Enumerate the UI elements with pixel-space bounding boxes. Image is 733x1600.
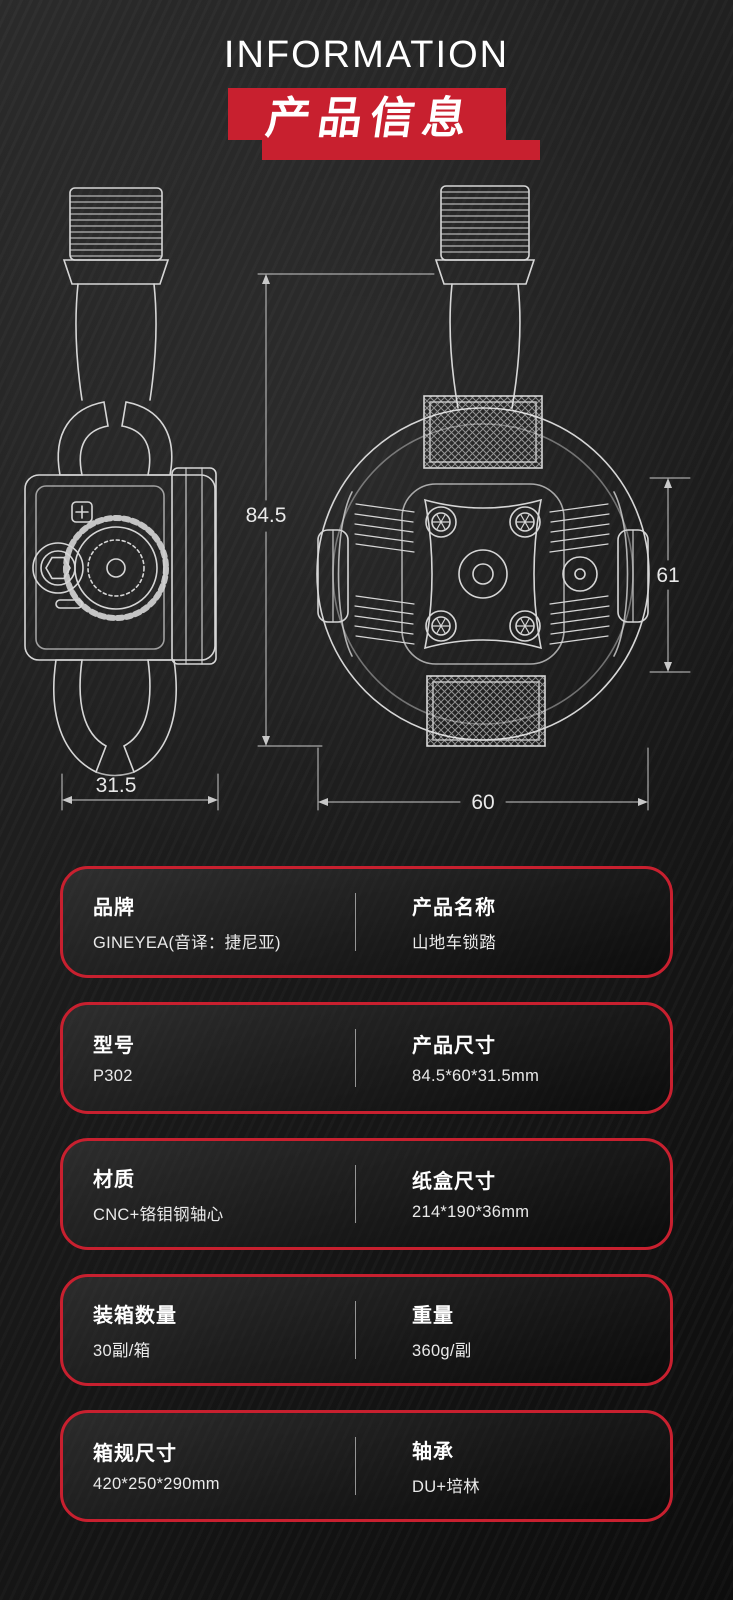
spec-divider [355, 1028, 356, 1087]
spring-coil [354, 503, 415, 645]
spec-label: 重量 [412, 1304, 454, 1327]
spec-card-model: 型号 P302 产品尺寸 84.5*60*31.5mm [60, 1001, 673, 1114]
top-wing-side [121, 400, 173, 476]
side-view-drawing [24, 186, 217, 776]
top-wing-side [57, 400, 109, 476]
spec-card-brand: 品牌 GINEYEA(音译：捷尼亚) 产品名称 山地车锁踏 [60, 865, 673, 978]
front-view-drawing [316, 184, 650, 747]
right-wing [549, 490, 649, 657]
left-wing [317, 490, 415, 657]
tension-adjuster [562, 555, 598, 592]
tension-slot [55, 598, 83, 609]
dimension-label-width: 60 [471, 791, 494, 814]
platform-plate-side [171, 466, 217, 665]
spec-value: GINEYEA(音译：捷尼亚) [93, 933, 281, 952]
spec-label: 品牌 [93, 896, 135, 919]
page-title-zh: 产品信息 [262, 93, 478, 143]
spindle-shaft-front [449, 282, 521, 409]
spec-col: 品牌 GINEYEA(音译：捷尼亚) [63, 891, 355, 953]
dimension-label-height: 84.5 [246, 504, 287, 527]
pedal-body-inner-side [35, 484, 165, 650]
spec-divider [355, 1436, 356, 1495]
spec-col: 装箱数量 30副/箱 [63, 1299, 355, 1361]
spec-value: 214*190*36mm [412, 1203, 530, 1222]
page-header: INFORMATION 产品信息 [0, 0, 733, 160]
spec-col: 产品名称 山地车锁踏 [356, 891, 670, 953]
pedal-body-side [24, 473, 216, 661]
spec-label: 材质 [93, 1168, 135, 1191]
spec-label: 纸盒尺寸 [412, 1171, 496, 1194]
bottom-wing-side [123, 658, 177, 773]
spec-card-material: 材质 CNC+铬钼钢轴心 纸盒尺寸 214*190*36mm [60, 1137, 673, 1250]
torx-bolt [509, 609, 541, 642]
spec-value: DU+培林 [412, 1477, 480, 1496]
spec-label: 轴承 [412, 1440, 454, 1463]
spec-label: 产品名称 [412, 896, 496, 919]
spec-col: 产品尺寸 84.5*60*31.5mm [356, 1029, 670, 1086]
spec-value: 420*250*290mm [93, 1475, 220, 1494]
grip-plate-top [423, 394, 543, 469]
spec-col: 纸盒尺寸 214*190*36mm [356, 1165, 670, 1222]
center-cage-outer [401, 482, 565, 665]
spec-col: 重量 360g/副 [356, 1299, 670, 1361]
spec-col: 轴承 DU+培林 [356, 1435, 670, 1497]
spring-gear-side [63, 514, 169, 621]
spec-divider [355, 892, 356, 951]
axle-center [458, 548, 508, 599]
spindle-collar-side [62, 258, 170, 285]
torx-bolt [509, 505, 541, 538]
spindle-threads-side [69, 186, 163, 261]
spec-value: P302 [93, 1067, 133, 1086]
center-cage [423, 498, 543, 649]
spec-col: 型号 P302 [63, 1029, 355, 1086]
page-title-zh-block: 产品信息 [227, 87, 506, 143]
axle-hex-bolt [32, 541, 84, 594]
spec-divider [355, 1164, 356, 1223]
spec-list: 品牌 GINEYEA(音译：捷尼亚) 产品名称 山地车锁踏 型号 P302 产品… [0, 865, 733, 1522]
spec-label: 装箱数量 [93, 1304, 177, 1327]
spec-card-carton: 箱规尺寸 420*250*290mm 轴承 DU+培林 [60, 1409, 673, 1522]
spindle-shaft-side [75, 282, 157, 401]
torx-bolt [425, 505, 457, 538]
dimension-label-depth: 31.5 [96, 774, 137, 797]
spec-value: CNC+铬钼钢轴心 [93, 1205, 224, 1224]
spec-value: 山地车锁踏 [412, 933, 496, 952]
spindle-threads-front [440, 184, 530, 261]
adjust-screw-marker [71, 500, 93, 523]
page-title-en: INFORMATION [223, 34, 510, 76]
title-accent-bar [261, 139, 540, 160]
spindle-collar-front [434, 258, 536, 285]
spec-col: 材质 CNC+铬钼钢轴心 [63, 1163, 355, 1225]
spec-divider [355, 1300, 356, 1359]
spec-value: 360g/副 [412, 1341, 472, 1360]
grip-plate-bottom [426, 674, 546, 747]
torx-bolt [425, 609, 457, 642]
dimension-label-side: 61 [656, 564, 679, 587]
dimension-annotations [61, 273, 691, 811]
spec-value: 30副/箱 [93, 1341, 151, 1360]
pedal-technical-drawing: 84.5 61 60 31.5 [24, 184, 691, 814]
spring-coil [549, 503, 610, 645]
spec-label: 型号 [93, 1035, 135, 1058]
spec-label: 箱规尺寸 [93, 1443, 177, 1466]
spec-col: 箱规尺寸 420*250*290mm [63, 1437, 355, 1494]
spec-value: 84.5*60*31.5mm [412, 1067, 540, 1086]
spec-card-packing: 装箱数量 30副/箱 重量 360g/副 [60, 1273, 673, 1386]
spec-label: 产品尺寸 [412, 1035, 496, 1058]
bottom-wing-side [53, 658, 107, 773]
